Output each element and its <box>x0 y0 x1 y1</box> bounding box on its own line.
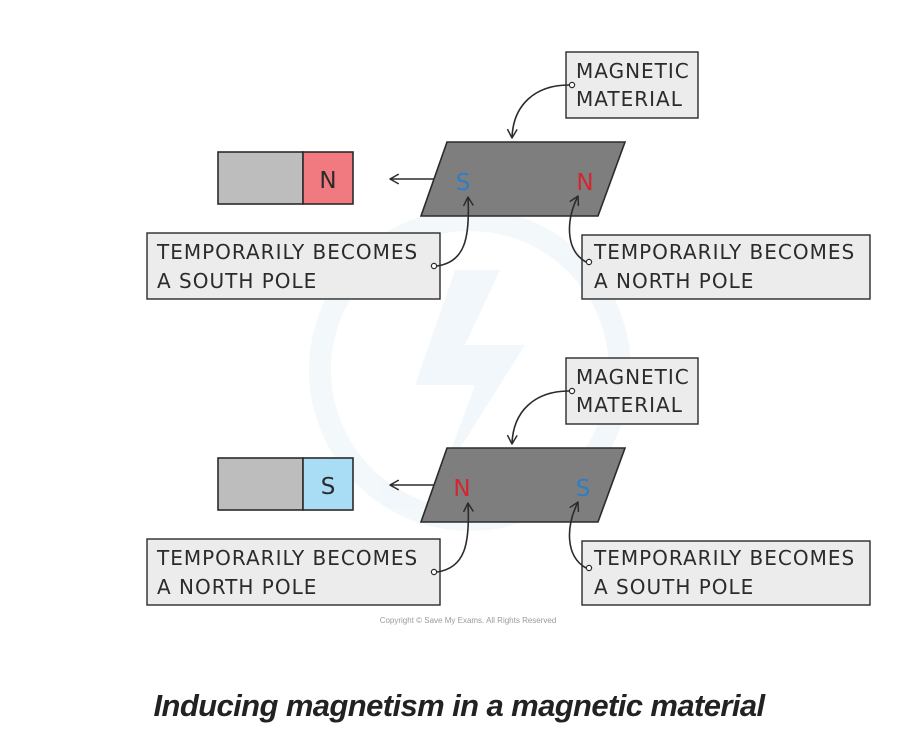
magnetic-material: S N <box>419 141 627 217</box>
material-block <box>419 447 627 523</box>
material-pointer-arrow <box>506 84 570 139</box>
label-pin <box>430 262 438 270</box>
material-label-line-1: MAGNETIC <box>576 365 690 389</box>
material-block <box>419 141 627 217</box>
right-callout-line-2: A NORTH POLE <box>594 269 754 293</box>
magnet-body <box>217 151 304 205</box>
left-callout: TEMPORARILY BECOMES A SOUTH POLE <box>146 196 474 300</box>
material-label: MAGNETIC MATERIAL <box>506 51 699 139</box>
material-label: MAGNETIC MATERIAL <box>506 357 699 445</box>
left-callout-box <box>146 538 441 606</box>
label-pin <box>430 568 438 576</box>
bar-magnet: N <box>217 151 354 205</box>
right-callout: TEMPORARILY BECOMES A NORTH POLE <box>568 195 871 300</box>
left-callout-box <box>146 232 441 300</box>
left-callout: TEMPORARILY BECOMES A NORTH POLE <box>146 502 474 606</box>
left-callout-line-1: TEMPORARILY BECOMES <box>156 546 418 570</box>
material-label-box <box>565 357 699 425</box>
right-pole-pointer-arrow <box>568 195 587 263</box>
magnet-pole-end <box>302 457 354 511</box>
right-callout: TEMPORARILY BECOMES A SOUTH POLE <box>568 501 871 606</box>
material-label-line-1: MAGNETIC <box>576 59 690 83</box>
right-pole-pointer-arrow <box>568 501 587 569</box>
panel-1: N S N MAGNETIC MATERIAL TEMPORARILY BECO… <box>146 51 871 300</box>
material-label-line-2: MATERIAL <box>576 87 683 111</box>
right-callout-box <box>581 540 871 606</box>
induced-left-pole: S <box>456 170 471 196</box>
figure-caption: Inducing magnetism in a magnetic materia… <box>153 688 765 723</box>
panel-2: S N S MAGNETIC MATERIAL TEMPORARILY BECO… <box>146 357 871 606</box>
magnet-body <box>217 457 304 511</box>
left-pole-pointer-arrow <box>436 196 474 267</box>
induced-right-pole: S <box>576 476 591 502</box>
material-label-box <box>565 51 699 119</box>
right-callout-line-1: TEMPORARILY BECOMES <box>593 546 855 570</box>
right-callout-line-2: A SOUTH POLE <box>594 575 754 599</box>
label-pin <box>568 81 576 89</box>
induced-right-pole: N <box>576 170 593 196</box>
magnet-pole-letter: S <box>321 474 336 500</box>
label-pin <box>585 564 593 572</box>
right-callout-line-1: TEMPORARILY BECOMES <box>593 240 855 264</box>
left-callout-line-2: A NORTH POLE <box>157 575 317 599</box>
material-label-line-2: MATERIAL <box>576 393 683 417</box>
magnet-pole-letter: N <box>319 168 336 194</box>
induced-left-pole: N <box>453 476 470 502</box>
left-callout-line-2: A SOUTH POLE <box>157 269 317 293</box>
left-pole-pointer-arrow <box>436 502 474 573</box>
label-pin <box>568 387 576 395</box>
bar-magnet: S <box>217 457 354 511</box>
copyright-notice: Copyright © Save My Exams. All Rights Re… <box>380 616 557 625</box>
material-pointer-arrow <box>506 390 570 445</box>
magnetic-material: N S <box>419 447 627 523</box>
left-callout-line-1: TEMPORARILY BECOMES <box>156 240 418 264</box>
label-pin <box>585 258 593 266</box>
magnet-pole-end <box>302 151 354 205</box>
right-callout-box <box>581 234 871 300</box>
